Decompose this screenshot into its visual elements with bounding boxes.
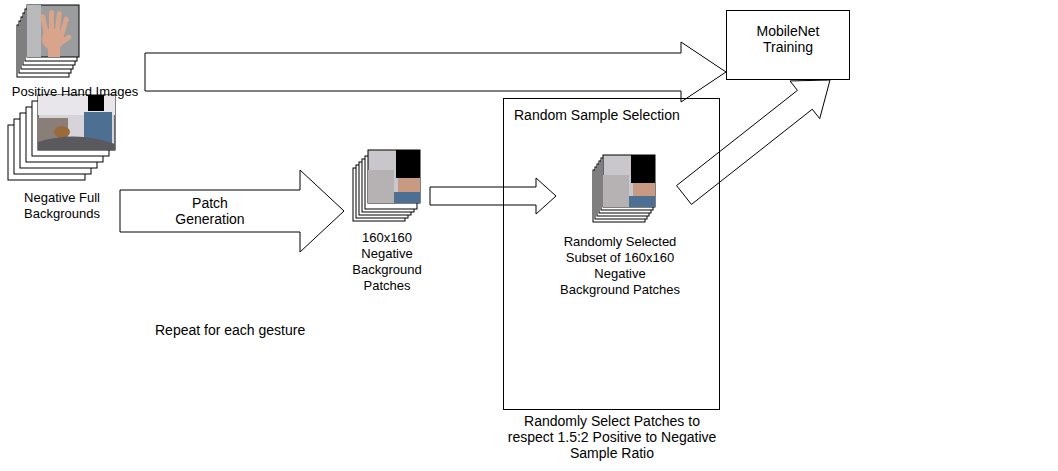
car-interior-picture [38,95,115,150]
hand-image-stack [17,5,79,77]
subset-patch-stack [593,155,655,222]
node-label: Positive Hand Images [9,84,141,100]
image-stack-node: 160x160 Negative Background Patches [344,146,430,296]
hand-picture [27,5,72,57]
note-label: Repeat for each gesture [155,322,305,338]
node-label: 160x160 Negative Background Patches [348,230,426,294]
process-box: MobileNet Training [726,10,850,80]
block-arrow [430,178,556,214]
block-arrow [145,42,726,102]
block-arrow [120,170,344,252]
subset-patch-picture [603,155,655,207]
patch-picture [368,150,420,203]
group-caption: Randomly Select Patches to respect 1.5:2… [502,413,722,461]
background-image-stack [8,95,115,180]
patch-stack [353,150,420,221]
group-title: Random Sample Selection [514,107,715,123]
node-label: Randomly Selected Subset of 160x160 Nega… [560,234,680,298]
group-box: Random Sample SelectionRandomly Select P… [503,98,720,410]
image-stack-node: Negative Full Backgrounds [4,92,120,224]
node-label: MobileNet Training [731,23,845,55]
node-label: Negative Full Backgrounds [8,190,116,222]
image-stack-node: Positive Hand Images [5,2,145,102]
image-stack-node: Randomly Selected Subset of 160x160 Nega… [556,146,684,300]
arrow-label: Patch Generation [168,195,252,227]
